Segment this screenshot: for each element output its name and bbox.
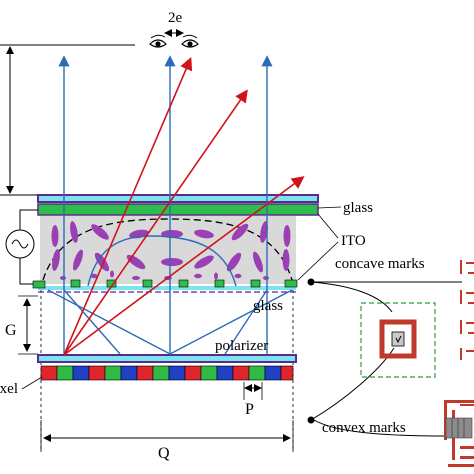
bottom-electrodes — [32, 279, 298, 293]
width-indicator — [40, 420, 294, 452]
glass-top-label: glass — [343, 200, 373, 216]
polarizer — [37, 354, 297, 363]
eye-distance-label: 2e — [168, 10, 183, 26]
width-label: Q — [158, 445, 170, 462]
liquid-crystal-layer — [40, 216, 296, 284]
pitch-indicator — [243, 382, 263, 400]
mark-detail-box — [360, 302, 436, 378]
concave-marks-pattern — [460, 260, 474, 360]
eyes-icon — [149, 34, 199, 48]
red-rays — [63, 57, 305, 356]
convex-marks-label: convex marks — [322, 420, 406, 436]
ito-label: ITO — [341, 233, 366, 249]
ac-source-icon — [5, 209, 38, 285]
ito-pointers — [297, 213, 339, 281]
concave-marks-label: concave marks — [335, 256, 425, 272]
polarizer-label: polarizer — [215, 338, 268, 354]
viewing-distance-indicator — [0, 44, 135, 196]
glass-mid-label: glass — [253, 298, 283, 314]
pitch-label: P — [245, 401, 254, 418]
pixel-row — [40, 365, 294, 381]
pixel-label: pixel — [0, 381, 18, 397]
convex-marks-pattern — [444, 400, 474, 467]
lc-molecules — [51, 221, 291, 280]
gap-label: G — [5, 322, 17, 339]
gap-indicator — [18, 295, 38, 355]
